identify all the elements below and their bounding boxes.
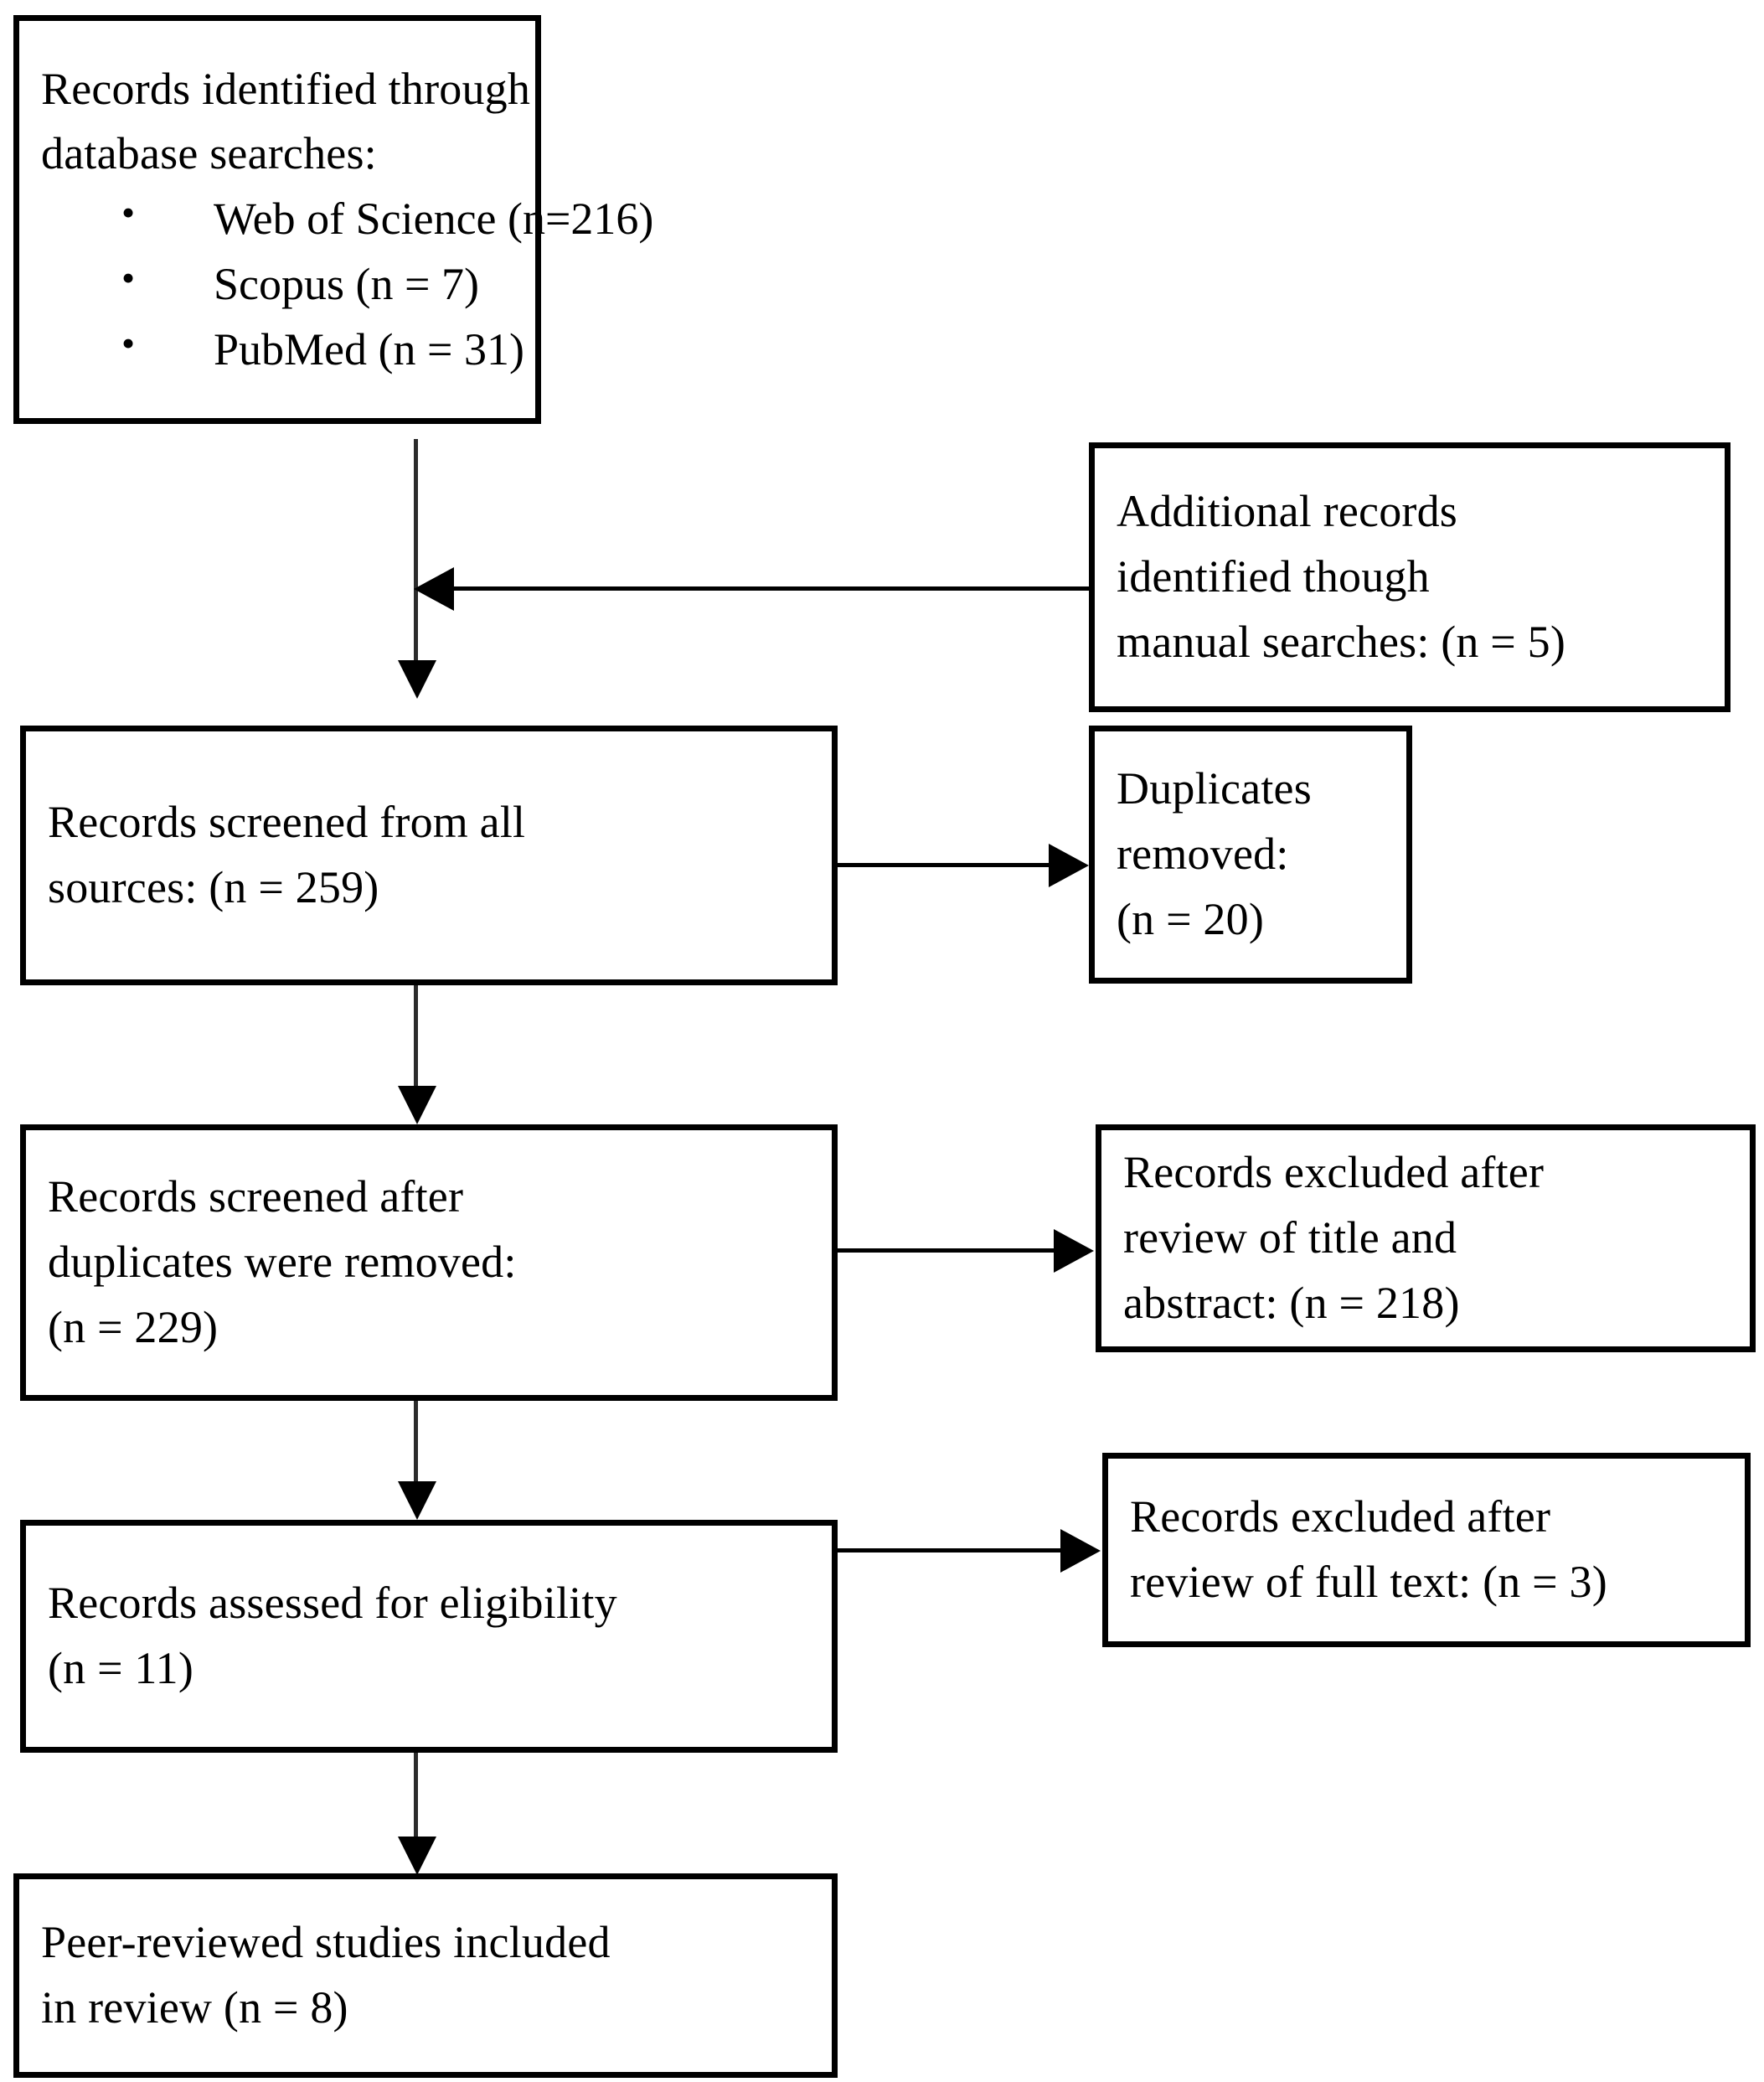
node-excluded-full-text: Records excluded after review of full te… — [1102, 1453, 1751, 1647]
included-studies-line-1: Peer-reviewed studies included — [41, 1917, 611, 1968]
node-records-screened-after-duplicates: Records screened after duplicates were r… — [20, 1124, 838, 1401]
node-records-screened-all-sources-content: Records screened from all sources: (n = … — [26, 790, 832, 921]
additional-records-line-2: identified though — [1117, 551, 1430, 602]
list-item-scopus: Scopus (n = 7) — [121, 251, 513, 318]
connector-screened-to-after-duplicates — [414, 985, 418, 1087]
arrow-right-screened-to-duplicates-removed — [1049, 844, 1089, 887]
included-studies-line-2: in review (n = 8) — [41, 1982, 348, 2033]
node-included-studies: Peer-reviewed studies included in review… — [13, 1873, 838, 2078]
connector-after-duplicates-to-eligibility — [414, 1401, 418, 1485]
connector-eligibility-to-excluded-full-text — [838, 1548, 1064, 1552]
node-additional-records: Additional records identified though man… — [1089, 442, 1730, 712]
node-excluded-title-abstract-content: Records excluded after review of title a… — [1101, 1140, 1750, 1335]
arrow-down-screened-to-after-duplicates — [398, 1086, 436, 1124]
screened-after-duplicates-line-1: Records screened after — [48, 1171, 464, 1222]
arrow-right-eligibility-to-excluded-full-text — [1060, 1529, 1101, 1573]
connector-after-duplicates-to-excluded-title — [838, 1248, 1057, 1253]
duplicates-removed-line-3: (n = 20) — [1117, 893, 1265, 944]
node-included-studies-content: Peer-reviewed studies included in review… — [19, 1910, 832, 2041]
connector-additional-records-to-trunk — [452, 586, 1091, 591]
node-excluded-title-abstract: Records excluded after review of title a… — [1096, 1124, 1756, 1352]
screened-all-sources-line-1: Records screened from all — [48, 797, 526, 848]
screened-all-sources-line-2: sources: (n = 259) — [48, 862, 379, 912]
connector-screened-to-duplicates-removed — [838, 863, 1052, 867]
excluded-title-abstract-line-3: abstract: (n = 218) — [1123, 1277, 1460, 1328]
arrow-right-after-duplicates-to-excluded-title — [1054, 1229, 1094, 1273]
arrow-down-after-duplicates-to-eligibility — [398, 1481, 436, 1520]
list-item-web-of-science: Web of Science (n=216) — [121, 185, 653, 252]
node-duplicates-removed: Duplicates removed: (n = 20) — [1089, 726, 1412, 984]
node-records-assessed-eligibility: Records assessed for eligibility (n = 11… — [20, 1520, 838, 1753]
node-duplicates-removed-content: Duplicates removed: (n = 20) — [1095, 757, 1406, 952]
node-records-assessed-eligibility-content: Records assessed for eligibility (n = 11… — [26, 1571, 832, 1702]
arrow-down-eligibility-to-included — [398, 1837, 436, 1875]
duplicates-removed-line-2: removed: — [1117, 829, 1289, 880]
screened-after-duplicates-line-2: duplicates were removed: — [48, 1237, 517, 1288]
node-records-identified: Records identified through database sear… — [13, 15, 653, 424]
list-item-pubmed: PubMed (n = 31) — [121, 316, 524, 383]
additional-records-line-3: manual searches: (n = 5) — [1117, 616, 1566, 667]
excluded-title-abstract-line-1: Records excluded after — [1123, 1147, 1545, 1198]
node-additional-records-content: Additional records identified though man… — [1095, 479, 1725, 674]
excluded-title-abstract-line-2: review of title and — [1123, 1212, 1457, 1263]
node-excluded-full-text-content: Records excluded after review of full te… — [1108, 1485, 1745, 1615]
assessed-eligibility-line-2: (n = 11) — [48, 1643, 194, 1693]
excluded-full-text-line-1: Records excluded after — [1130, 1491, 1551, 1542]
connector-eligibility-to-included — [414, 1753, 418, 1840]
screened-after-duplicates-line-3: (n = 229) — [48, 1301, 219, 1352]
excluded-full-text-line-2: review of full text: (n = 3) — [1130, 1557, 1607, 1607]
node-records-screened-after-duplicates-content: Records screened after duplicates were r… — [26, 1165, 832, 1360]
node-records-identified-content: Records identified through database sear… — [19, 57, 653, 383]
identification-heading-line-1: Records identified through — [41, 63, 531, 114]
connector-identification-to-screened — [414, 439, 418, 662]
duplicates-removed-line-1: Duplicates — [1117, 763, 1312, 814]
assessed-eligibility-line-1: Records assessed for eligibility — [48, 1578, 617, 1629]
identification-heading-line-2: database searches: — [41, 128, 377, 179]
additional-records-line-1: Additional records — [1117, 486, 1457, 537]
arrow-down-identification-to-screened — [398, 660, 436, 699]
identification-source-list: Web of Science (n=216) Scopus (n = 7) Pu… — [41, 185, 653, 383]
arrow-left-additional-records-to-trunk — [414, 567, 454, 611]
node-records-screened-all-sources: Records screened from all sources: (n = … — [20, 726, 838, 985]
